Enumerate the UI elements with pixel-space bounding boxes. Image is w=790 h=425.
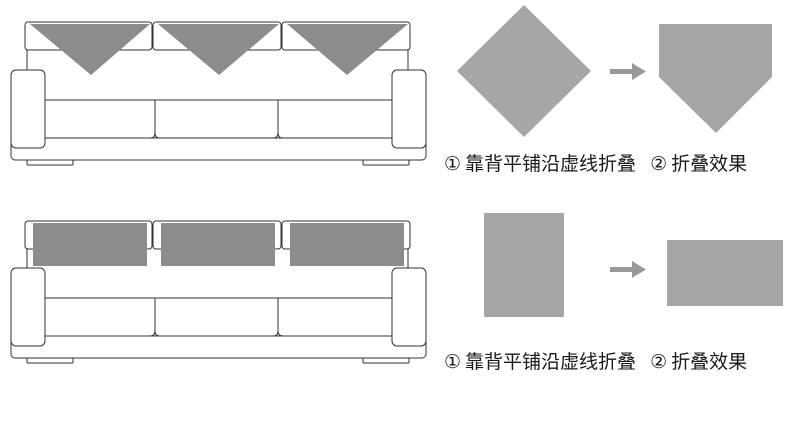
folded-pentagon-sheet (659, 24, 772, 133)
sofa-arm-right (391, 267, 427, 347)
diamond-sheet (457, 5, 591, 137)
arrow-right-icon (610, 261, 646, 278)
triangle-cover-middle (158, 24, 279, 75)
seat-cushion-middle (154, 99, 279, 139)
seat-cushion-left (44, 297, 156, 337)
seat-cushion-left (44, 99, 156, 139)
step1-marker: ① (444, 351, 462, 373)
step1-marker: ① (444, 153, 462, 175)
rect-cover-left (33, 223, 147, 266)
rect-cover-right (290, 223, 404, 266)
triangle-cover-left (30, 24, 150, 75)
sofa-foot-left (26, 357, 74, 364)
tall-rectangle-sheet (484, 213, 564, 317)
folded-wide-rectangle-sheet (667, 240, 783, 306)
sofa-arm-left (10, 267, 46, 347)
seat-cushion-right (277, 297, 394, 337)
sofa-base (10, 335, 427, 359)
sofa-rectangle-covers (10, 220, 427, 364)
sofa-foot-right (362, 159, 410, 166)
sofa-base (10, 137, 427, 161)
rect-cover-middle (161, 223, 275, 266)
step1-label: 靠背平铺沿虚线折叠 (465, 153, 637, 175)
triangle-cover-right (287, 24, 408, 75)
sofa-arm-left (10, 69, 46, 149)
sofa-arm-right (391, 69, 427, 149)
sofa-foot-right (362, 357, 410, 364)
seat-cushion-right (277, 99, 394, 139)
step2-marker: ② (650, 153, 668, 175)
arrow-right-icon (610, 63, 646, 80)
sofa-foot-left (26, 159, 74, 166)
step2-label: 折叠效果 (671, 351, 748, 373)
step1-label: 靠背平铺沿虚线折叠 (465, 351, 637, 373)
seat-cushion-middle (154, 297, 279, 337)
sofa-triangle-covers (10, 21, 427, 166)
step2-label: 折叠效果 (671, 153, 748, 175)
step2-marker: ② (650, 351, 668, 373)
